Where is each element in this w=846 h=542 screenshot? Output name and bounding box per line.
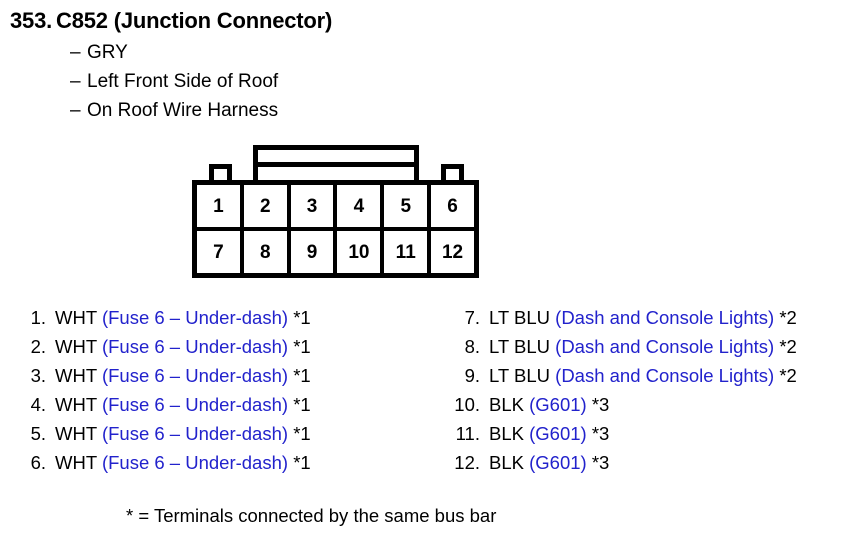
pin-list-item-destination: (Fuse 6 – Under-dash) [101, 307, 289, 328]
pin-list-item-number: 1. [30, 307, 46, 328]
pin-list-item: 5. WHT (Fuse 6 – Under-dash) *1 [16, 419, 311, 448]
pin-list-column-right: 7. LT BLU (Dash and Console Lights) *2 8.… [450, 303, 797, 477]
pin-list-column-left: 1. WHT (Fuse 6 – Under-dash) *1 2. WHT (Fu… [16, 303, 311, 477]
connector-diagram: 1 2 3 4 5 6 7 8 9 10 11 12 [192, 145, 482, 281]
pin-list-item-number: 5. [30, 423, 46, 444]
page-title: 353.C852 (Junction Connector) [10, 8, 332, 34]
pin-cell-6[interactable]: 6 [447, 195, 458, 217]
pin-list-item-busbar-note: *1 [293, 452, 311, 473]
pin-list-item-destination: (Fuse 6 – Under-dash) [101, 452, 289, 473]
pin-list-item-busbar-note: *3 [591, 394, 610, 415]
pin-list-item-number: 11. [455, 423, 480, 444]
pin-list-item-wire-color: BLK [489, 423, 524, 444]
pin-list-item-number: 7. [464, 307, 480, 328]
detail-line-location: –Left Front Side of Roof [70, 71, 278, 93]
pin-list-item-wire-color: BLK [489, 452, 524, 473]
pin-cell-4[interactable]: 4 [337, 185, 385, 227]
pin-cell-1[interactable]: 1 [197, 185, 244, 227]
pin-list-item-wire-color: WHT [55, 394, 97, 415]
pin-list-item-busbar-note: *1 [293, 394, 311, 415]
dash-bullet-icon: – [70, 42, 81, 63]
pin-list-item-wire-color: BLK [489, 394, 524, 415]
pin-list-item-busbar-note: *1 [293, 365, 311, 386]
pin-list-item-number: 4. [30, 394, 46, 415]
pin-list-item-number: 2. [30, 336, 46, 357]
pin-list-item-number: 3. [30, 365, 46, 386]
pin-list-item-destination: (Dash and Console Lights) [555, 365, 775, 386]
pin-list-item: 2. WHT (Fuse 6 – Under-dash) *1 [16, 332, 311, 361]
pin-list-item-busbar-note: *1 [293, 336, 311, 357]
pin-cell-5[interactable]: 5 [384, 185, 432, 227]
pin-list-item: 6. WHT (Fuse 6 – Under-dash) *1 [16, 448, 311, 477]
pin-list-item-number: 12. [454, 452, 480, 473]
pin-list-item-wire-color: WHT [55, 452, 97, 473]
busbar-footnote: * = Terminals connected by the same bus … [126, 505, 497, 526]
pin-cell-2[interactable]: 2 [244, 185, 291, 227]
pin-list-item-destination: (G601) [529, 423, 587, 444]
pin-list-item: 7. LT BLU (Dash and Console Lights) *2 [450, 303, 797, 332]
detail-line-harness: –On Roof Wire Harness [70, 100, 278, 122]
pin-list-item-destination: (Dash and Console Lights) [555, 307, 775, 328]
connector-body: 1 2 3 4 5 6 7 8 9 10 11 12 [192, 180, 479, 278]
pin-list-item-destination: (Fuse 6 – Under-dash) [101, 423, 289, 444]
connector-notch-left [209, 164, 232, 185]
pin-list-item-destination: (G601) [529, 452, 587, 473]
dash-bullet-icon: – [70, 100, 81, 121]
pin-list-item-number: 10. [454, 394, 480, 415]
connector-pin-row-bottom: 7 8 9 10 11 12 [197, 231, 474, 273]
pin-list-item: 8. LT BLU (Dash and Console Lights) *2 [450, 332, 797, 361]
detail-line-color: –GRY [70, 42, 128, 64]
pin-list-item: 12. BLK (G601) *3 [450, 448, 797, 477]
pin-cell-3[interactable]: 3 [291, 185, 338, 227]
pin-list-item-wire-color: WHT [55, 307, 97, 328]
pin-list-item: 9. LT BLU (Dash and Console Lights) *2 [450, 361, 797, 390]
pin-cell-11[interactable]: 11 [384, 231, 432, 273]
pin-list-item-number: 6. [30, 452, 46, 473]
pin-list-item-wire-color: LT BLU [489, 365, 551, 386]
detail-line-text: On Roof Wire Harness [87, 100, 279, 121]
pin-list-item-wire-color: LT BLU [489, 336, 551, 357]
pin-list-item-busbar-note: *3 [591, 423, 610, 444]
pin-list-item-destination: (Fuse 6 – Under-dash) [101, 394, 289, 415]
pin-list-item-wire-color: LT BLU [489, 307, 551, 328]
pin-list-item: 10. BLK (G601) *3 [450, 390, 797, 419]
pin-cell-9[interactable]: 9 [291, 231, 338, 273]
pin-list-item-wire-color: WHT [55, 423, 97, 444]
pin-list-item-wire-color: WHT [55, 365, 97, 386]
pin-list-item: 11. BLK (G601) *3 [450, 419, 797, 448]
detail-line-text: Left Front Side of Roof [87, 71, 279, 92]
connector-title-text: C852 (Junction Connector) [56, 8, 333, 33]
detail-line-text: GRY [87, 42, 128, 63]
pin-list-item-busbar-note: *2 [779, 365, 797, 386]
pin-list-item-destination: (Fuse 6 – Under-dash) [101, 336, 289, 357]
connector-index-number: 353. [10, 8, 53, 33]
connector-latch-tab-line [253, 162, 419, 167]
pin-cell-7[interactable]: 7 [197, 231, 244, 273]
pin-list-item-busbar-note: *3 [591, 452, 610, 473]
pin-list-item-destination: (G601) [529, 394, 587, 415]
pin-list-item-busbar-note: *2 [779, 307, 797, 328]
pin-cell-12[interactable]: 12 [441, 241, 464, 263]
pin-list-item-busbar-note: *1 [293, 423, 311, 444]
pin-cell-8[interactable]: 8 [244, 231, 291, 273]
connector-notch-right [441, 164, 464, 185]
pin-list-item: 3. WHT (Fuse 6 – Under-dash) *1 [16, 361, 311, 390]
pin-list-item: 1. WHT (Fuse 6 – Under-dash) *1 [16, 303, 311, 332]
pin-list-item: 4. WHT (Fuse 6 – Under-dash) *1 [16, 390, 311, 419]
pin-list-item-number: 9. [464, 365, 480, 386]
pin-list-item-busbar-note: *2 [779, 336, 797, 357]
connector-pin-row-top: 1 2 3 4 5 6 [197, 185, 474, 231]
dash-bullet-icon: – [70, 71, 81, 92]
pin-list-item-wire-color: WHT [55, 336, 97, 357]
pin-list-item-destination: (Fuse 6 – Under-dash) [101, 365, 289, 386]
pin-cell-10[interactable]: 10 [337, 231, 385, 273]
pin-list-item-busbar-note: *1 [293, 307, 311, 328]
pin-list-item-number: 8. [464, 336, 480, 357]
pin-list-item-destination: (Dash and Console Lights) [555, 336, 775, 357]
